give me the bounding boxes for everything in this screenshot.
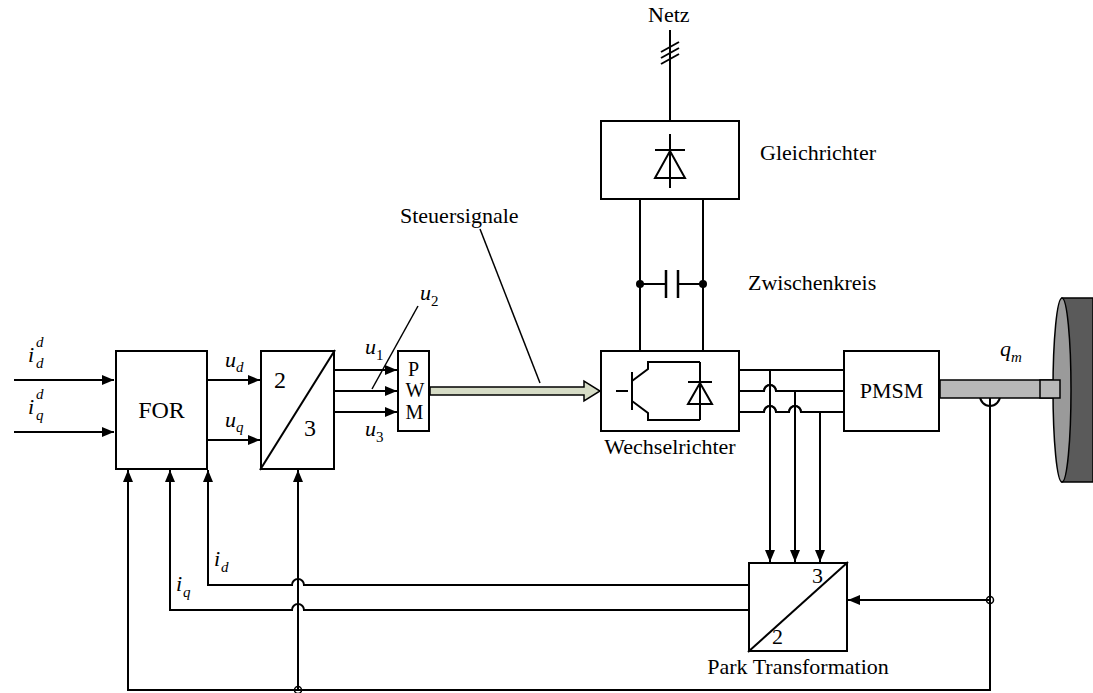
signal-wire (128, 398, 990, 690)
capacitor-symbol (666, 270, 678, 298)
subscript: 2 (431, 294, 439, 309)
node-text: 3 (304, 416, 316, 440)
subscript: 3 (376, 430, 384, 445)
subscript: d (236, 360, 244, 375)
subscript: q (236, 420, 244, 435)
signal-name: u (365, 418, 376, 440)
signal-name: i (214, 548, 220, 570)
capacitor-wire (640, 283, 703, 285)
signal-wire (335, 411, 397, 413)
node-text: 3 (812, 565, 823, 587)
control-signal-arrow (430, 381, 600, 401)
signal-wire (170, 470, 748, 610)
signal-wire (298, 398, 990, 690)
signal-wire (740, 406, 820, 562)
diode-symbol (688, 362, 712, 420)
signal-name: u (420, 282, 431, 304)
subscript: d (221, 560, 229, 575)
node-text: Wechselrichter (604, 436, 735, 458)
superscript: d (36, 335, 44, 350)
signal-name: i (28, 396, 34, 418)
three-phase-mark (661, 42, 679, 64)
controller-box: FOR (115, 350, 208, 470)
node-text: 2 (274, 368, 286, 392)
dc-link-label: Zwischenkreis (748, 272, 876, 294)
signal-wire (848, 398, 990, 600)
node-text: 2 (772, 626, 783, 648)
input-arrow (14, 379, 114, 381)
rectifier-box: Gleichrichter (600, 120, 740, 200)
subscript: 1 (376, 348, 384, 363)
node-text: Gleichrichter (760, 142, 876, 164)
subscript: q (36, 408, 44, 423)
subscript: d (36, 356, 44, 371)
signal-wire (208, 379, 260, 381)
motor-box: PMSM (843, 350, 940, 432)
diode-symbol (655, 151, 685, 178)
mains-wire (669, 30, 671, 120)
signal-wire (208, 470, 748, 585)
net-label: Netz (648, 4, 690, 26)
signal-wire (335, 369, 397, 371)
motor-shaft (1040, 380, 1060, 398)
transform-diagonal (260, 350, 335, 470)
signal-label: Steuersignale (400, 205, 519, 227)
signal-name: u (225, 409, 236, 431)
node-text: Park Transformation (707, 656, 889, 678)
signal-name: i (28, 344, 34, 366)
inverter-box: Wechselrichter (600, 350, 740, 432)
subscript: q (183, 585, 191, 600)
signal-wire (702, 200, 704, 350)
pwm-box: P W M (397, 350, 430, 432)
transform-box: 23 (260, 350, 335, 470)
leader-line (480, 229, 540, 383)
diode-symbol (655, 134, 685, 188)
subscript: m (1011, 350, 1022, 365)
motor-shaft (940, 380, 1060, 398)
signal-wire (639, 200, 641, 350)
signal-name: u (365, 336, 376, 358)
signal-name: q (1000, 338, 1011, 360)
node-text: P W M (406, 359, 422, 424)
signal-wire (208, 439, 260, 441)
input-arrow (14, 431, 114, 433)
transform-diagonal (748, 562, 848, 652)
signal-name: i (176, 573, 182, 595)
superscript: d (36, 387, 44, 402)
igbt-symbol (616, 362, 700, 420)
signal-wire (335, 390, 397, 392)
signal-name: u (225, 349, 236, 371)
node-text: PMSM (860, 380, 924, 402)
park-transform-box: 32Park Transformation (748, 562, 848, 652)
signal-wire (740, 370, 770, 562)
node-text: FOR (138, 398, 185, 422)
